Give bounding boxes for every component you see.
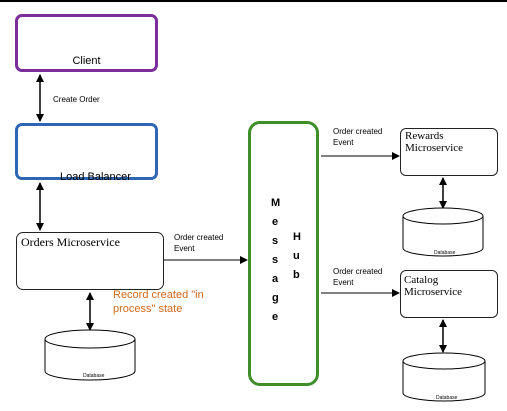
- hub-letter: b: [293, 269, 300, 281]
- rewards-event-label-line1: Order created: [333, 127, 383, 136]
- top-border-line: [0, 0, 507, 2]
- catalog-event-label-line1: Order created: [333, 267, 383, 276]
- hub-letter: u: [293, 250, 300, 262]
- hub-letter: e: [272, 216, 279, 228]
- record-note-line2: process" state: [113, 303, 183, 315]
- catalog-event-label-line2: Event: [333, 278, 354, 287]
- hub-letter: H: [293, 231, 301, 243]
- client-label: Client: [72, 55, 101, 67]
- orders-microservice-node: Orders Microservice: [16, 232, 164, 290]
- catalog-microservice-label: Catalog Microservice: [404, 274, 463, 298]
- load-balancer-label: Load Balancer: [60, 171, 131, 183]
- message-hub-node: M e s s a g e H u b: [248, 121, 319, 386]
- create-order-label: Create Order: [53, 95, 100, 104]
- rewards-event-label-line2: Event: [333, 138, 354, 147]
- rewards-database-label: Database: [434, 250, 456, 256]
- hub-letter: s: [272, 235, 279, 247]
- rewards-microservice-label: Rewards Microservice: [405, 130, 464, 154]
- catalog-database-cylinder: Database: [402, 352, 486, 402]
- client-node: Client: [15, 14, 158, 72]
- orders-microservice-label: Orders Microservice: [21, 235, 120, 249]
- orders-event-label-line2: Event: [174, 244, 195, 253]
- rewards-database-cylinder: Database: [402, 207, 484, 257]
- rewards-microservice-node: Rewards Microservice: [400, 128, 498, 176]
- record-state-note: Record created "in process" state: [113, 288, 204, 316]
- hub-letter: a: [272, 273, 279, 285]
- orders-database-label: Database: [83, 373, 105, 379]
- hub-letter: g: [272, 292, 279, 304]
- hub-letter: s: [272, 254, 279, 266]
- orders-event-label-line1: Order created: [174, 233, 224, 242]
- catalog-microservice-node: Catalog Microservice: [400, 270, 498, 318]
- orders-database-cylinder: Database: [44, 329, 136, 381]
- record-note-line1: Record created "in: [113, 289, 204, 301]
- hub-letter: M: [271, 197, 281, 209]
- load-balancer-node: Load Balancer: [15, 123, 158, 183]
- hub-letter: e: [272, 311, 279, 323]
- catalog-database-label: Database: [436, 395, 458, 401]
